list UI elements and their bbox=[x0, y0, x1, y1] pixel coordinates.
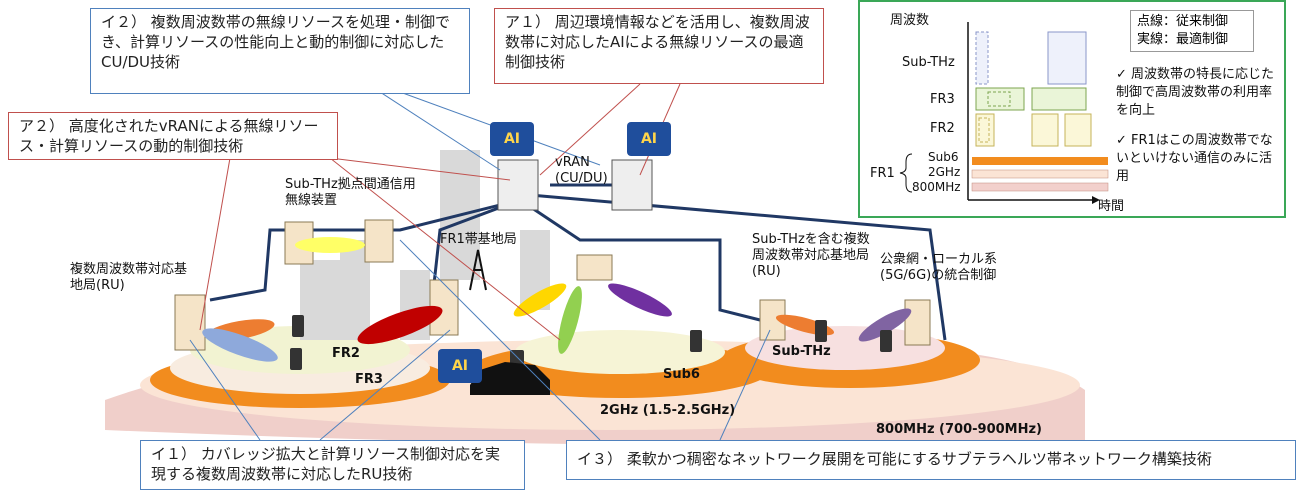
legend-row-fr3: FR3 bbox=[930, 92, 955, 107]
legend-fr1: FR1 bbox=[870, 166, 895, 181]
callout-i2: イ２） 複数周波数帯の無線リソースを処理・制御でき、計算リソースの性能向上と動的… bbox=[90, 8, 470, 94]
ai-icon-car: AI bbox=[438, 349, 482, 383]
label-subthz-ru: Sub-THzを含む複数周波数帯対応基地局(RU) bbox=[752, 232, 870, 279]
callout-i3: イ３） 柔軟かつ稠密なネットワーク展開を可能にするサブテラヘルツ帯ネットワーク構… bbox=[566, 440, 1296, 480]
label-subthz-link: Sub-THz拠点間通信用無線装置 bbox=[285, 177, 416, 208]
legend-x-axis: 時間 bbox=[1098, 199, 1125, 214]
legend-y-axis: 周波数 bbox=[890, 13, 930, 28]
callout-a1: ア１） 周辺環境情報などを活用し、複数周波数帯に対応したAIによる無線リソースの… bbox=[494, 8, 824, 84]
legend-row-fr2: FR2 bbox=[930, 121, 955, 136]
callout-leaders bbox=[189, 83, 771, 441]
legend-row-subthz: Sub-THz bbox=[902, 55, 955, 70]
legend-note-1: ✓ 周波数帯の特長に応じた制御で高周波数帯の利用率を向上 bbox=[1116, 67, 1275, 118]
legend-fr1-2ghz: 2GHz bbox=[928, 165, 961, 179]
vran-servers bbox=[497, 159, 653, 211]
band-label-800mhz: 800MHz (700-900MHz) bbox=[876, 422, 1042, 437]
legend-fr1-sub6: Sub6 bbox=[928, 150, 959, 164]
label-vran: vRAN (CU/DU) bbox=[555, 155, 608, 186]
legend-line-key: 点線：従来制御 実線：最適制御 bbox=[1130, 10, 1254, 52]
band-label-2ghz: 2GHz (1.5-2.5GHz) bbox=[600, 403, 736, 418]
legend-solid-label: 実線：最適制御 bbox=[1137, 32, 1229, 47]
legend-chart bbox=[899, 22, 1109, 204]
radio-beams bbox=[202, 237, 912, 362]
fiber-links bbox=[209, 183, 947, 341]
label-multi-ru: 複数周波数帯対応基地局(RU) bbox=[70, 262, 188, 293]
band-label-fr2: FR2 bbox=[332, 346, 360, 361]
band-label-sub6: Sub6 bbox=[663, 367, 700, 382]
ai-icon-2: AI bbox=[627, 122, 671, 156]
legend-fr1-800mhz: 800MHz bbox=[912, 180, 961, 194]
label-public-local: 公衆網・ローカル系(5G/6G)の統合制御 bbox=[880, 252, 998, 283]
band-label-subthz: Sub-THz bbox=[772, 344, 831, 359]
callout-i1: イ１） カバレッジ拡大と計算リソース制御対応を実現する複数周波数帯に対応したRU… bbox=[140, 440, 525, 490]
fr1-tower-shape bbox=[469, 249, 487, 291]
legend-dotted-label: 点線：従来制御 bbox=[1137, 14, 1229, 29]
legend-panel: 周波数 時間 Sub-THz FR3 FR2 FR1 Sub6 2GHz 800… bbox=[858, 0, 1286, 218]
band-subthz-area bbox=[745, 326, 945, 370]
ai-icon-1: AI bbox=[490, 122, 534, 156]
callout-a2: ア２） 高度化されたvRANによる無線リソース・計算リソースの動的制御技術 bbox=[8, 112, 338, 160]
legend-note-2: ✓ FR1はこの周波数帯でないといけない通信のみに活用 bbox=[1116, 133, 1273, 184]
label-fr1-bs: FR1帯基地局 bbox=[440, 232, 517, 247]
band-label-fr3: FR3 bbox=[355, 372, 383, 387]
